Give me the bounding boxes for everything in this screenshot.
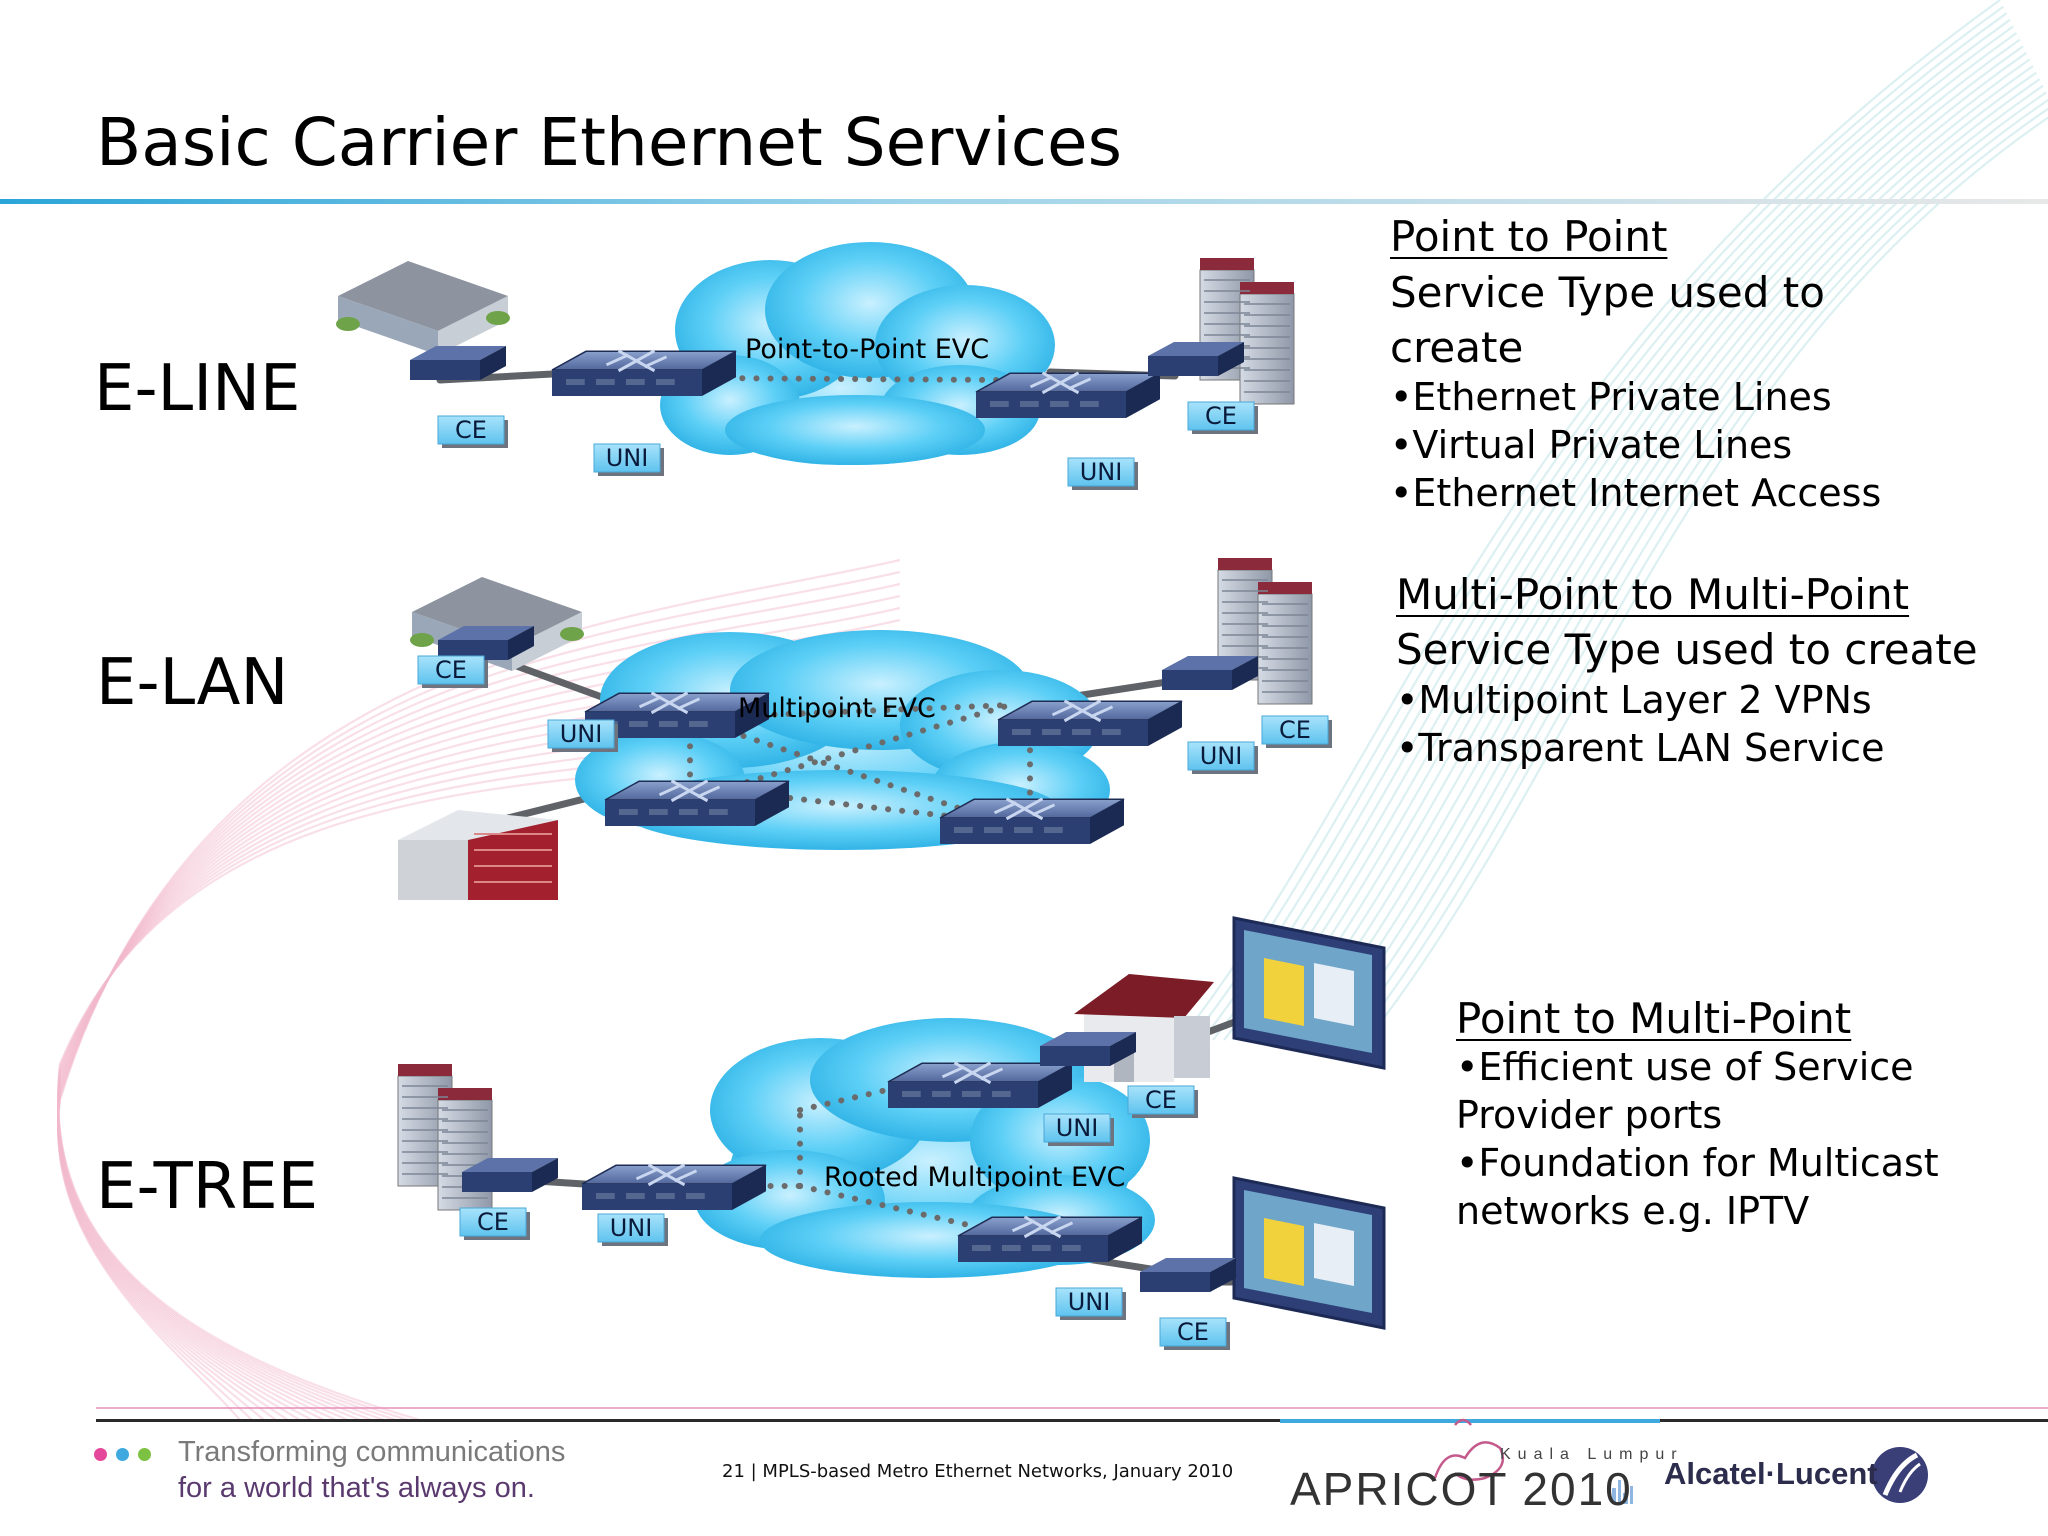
uni-tag-label: UNI [606, 444, 649, 472]
title-rule [0, 199, 2048, 204]
ce-tag: CE [437, 415, 508, 448]
uni-tag: UNI [593, 443, 664, 476]
eline-bullet: •Ethernet Internet Access [1390, 471, 1882, 515]
iptv-screens [1232, 916, 1386, 1330]
uni-tag: UNI [547, 719, 618, 752]
uni-tag-label: UNI [1068, 1288, 1111, 1316]
tv-screen-icon [1232, 1176, 1386, 1330]
etree-bullet: •Foundation for Multicast [1456, 1141, 1939, 1185]
provider-switch [887, 1061, 1073, 1108]
evc-label-eline: Point-to-Point EVC [745, 334, 990, 365]
ce-device [410, 346, 506, 380]
elan-bullet: •Multipoint Layer 2 VPNs [1396, 678, 1872, 722]
company-logo: Alcatel·Lucent [1664, 1456, 1878, 1491]
ce-device [462, 1158, 558, 1192]
provider-switch [604, 779, 790, 826]
ce-tag-label: CE [435, 656, 467, 684]
city-skyline [1612, 1480, 1633, 1504]
ce-tag-label: CE [455, 416, 487, 444]
ce-device [1162, 656, 1258, 690]
service-name-etree: E-TREE [96, 1150, 319, 1224]
ce-tag-label: CE [1205, 402, 1237, 430]
eline-heading: Point to Point [1390, 212, 1668, 261]
ce-device [1040, 1032, 1136, 1066]
uni-tag: UNI [1187, 741, 1258, 774]
apricot-logo-mark [1433, 1418, 1505, 1481]
uni-tag: UNI [597, 1213, 668, 1246]
office-tower-icon [397, 1064, 493, 1211]
service-name-eline: E-LINE [94, 352, 301, 426]
etree-bullet: networks e.g. IPTV [1456, 1189, 1810, 1233]
evc-label-etree: Rooted Multipoint EVC [824, 1162, 1126, 1193]
provider-switch [939, 797, 1125, 844]
ce-device [1140, 1258, 1236, 1292]
footer-dot-green [138, 1448, 151, 1461]
event-logo: APRICOT 2010 [1290, 1463, 1633, 1515]
footer-dot-pink [94, 1448, 107, 1461]
provider-switch [957, 1215, 1143, 1262]
ce-tag: CE [1127, 1085, 1198, 1118]
uni-tag: UNI [1067, 457, 1138, 490]
ce-tag: CE [459, 1207, 530, 1240]
network-devices [410, 342, 1258, 1292]
page-title: Basic Carrier Ethernet Services [96, 104, 1122, 181]
ce-tag: CE [1261, 715, 1332, 748]
footer-rule [96, 1419, 2048, 1422]
elan-heading: Multi-Point to Multi-Point [1396, 570, 1910, 619]
uni-tag-label: UNI [1200, 742, 1243, 770]
page-caption: 21 | MPLS-based Metro Ethernet Networks,… [722, 1461, 1234, 1482]
uni-tag-label: UNI [610, 1214, 653, 1242]
eline-bullet: •Ethernet Private Lines [1390, 375, 1832, 419]
footer-dot-blue [116, 1448, 129, 1461]
evc-cloud-eline [660, 242, 1055, 465]
port-tags: CE UNI CE UNI CE UNI CE UNI CE UNI CE UNI UNI CE [417, 401, 1332, 1350]
footer-rule-accent [1280, 1419, 1660, 1423]
uni-switch [581, 1163, 767, 1210]
decorative-swooshes [57, 0, 2048, 1422]
service-name-elan: E-LAN [96, 646, 289, 720]
ce-device [1148, 342, 1244, 376]
ce-device [438, 626, 534, 660]
eline-desc-line: Service Type used to [1390, 268, 1825, 317]
ce-tag-label: CE [1145, 1086, 1177, 1114]
evc-label-elan: Multipoint EVC [738, 693, 936, 724]
etree-bullet: •Efficient use of Service [1456, 1045, 1914, 1089]
office-building-icon [336, 261, 510, 355]
ce-tag: CE [417, 655, 488, 688]
office-tower-icon [1199, 258, 1295, 405]
etree-bullet: Provider ports [1456, 1093, 1723, 1137]
uni-switch [551, 349, 737, 396]
etree-heading: Point to Multi-Point [1456, 994, 1852, 1043]
uni-tag-label: UNI [1080, 458, 1123, 486]
ce-tag-label: CE [1177, 1318, 1209, 1346]
ce-tag-label: CE [1279, 716, 1311, 744]
factory-building-icon [398, 810, 558, 900]
uni-switch [975, 371, 1161, 418]
uni-switch [997, 699, 1183, 746]
uni-tag-label: UNI [560, 720, 603, 748]
ce-tag: CE [1159, 1317, 1230, 1350]
eline-bullet: •Virtual Private Lines [1390, 423, 1793, 467]
event-city: Kuala Lumpur [1500, 1446, 1684, 1463]
ce-tag: CE [1187, 401, 1258, 434]
uni-tag: UNI [1055, 1287, 1126, 1320]
uni-switch [584, 691, 770, 738]
footer-tagline-line1: Transforming communications [178, 1436, 566, 1468]
uni-tag: UNI [1043, 1113, 1114, 1146]
eline-desc-line: create [1390, 323, 1524, 372]
elan-bullet: •Transparent LAN Service [1396, 726, 1885, 770]
elan-desc-line: Service Type used to create [1396, 625, 1978, 674]
ce-tag-label: CE [477, 1208, 509, 1236]
footer-tagline-line2: for a world that's always on. [178, 1472, 535, 1504]
tv-screen-icon [1232, 916, 1386, 1070]
uni-tag-label: UNI [1056, 1114, 1099, 1142]
alcatel-lucent-emblem [1872, 1447, 1928, 1503]
